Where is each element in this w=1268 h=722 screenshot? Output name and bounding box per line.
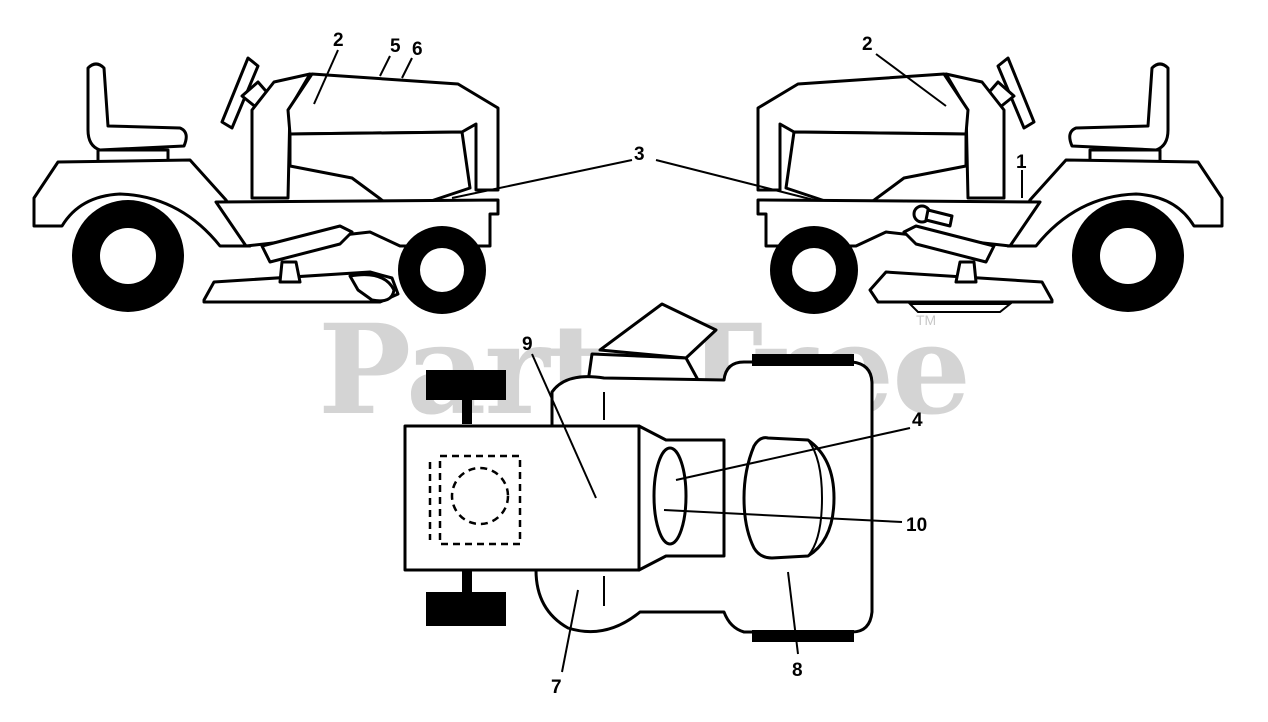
left-rear-fender	[32, 158, 252, 248]
top-front-tire-lower	[752, 630, 854, 642]
callout-left-5: 5	[390, 36, 401, 57]
right-deck-skirt	[907, 303, 1013, 313]
top-hood-front-inner	[807, 439, 824, 557]
right-pedal	[902, 224, 996, 264]
left-seat-back	[86, 62, 188, 152]
right-seat-back	[1068, 62, 1170, 152]
callout-left-2: 2	[333, 30, 344, 51]
right-rear-fender	[1006, 158, 1224, 248]
right-mower-deck	[868, 270, 1054, 304]
top-rear-deck	[403, 424, 641, 572]
leader-3-left	[451, 159, 633, 199]
left-side-mower	[32, 56, 500, 314]
leader-left-2	[313, 49, 339, 105]
right-front-rim	[792, 248, 836, 292]
top-dashed-seat-circle	[450, 466, 510, 526]
top-headlight-oval	[652, 446, 688, 546]
callout-right-2: 2	[862, 34, 873, 55]
top-view-mower	[403, 302, 874, 642]
top-front-tire-upper	[752, 354, 854, 366]
leader-left-5	[379, 55, 391, 77]
top-dashed-seat-outline	[438, 454, 522, 546]
top-rear-tire-lower	[426, 592, 506, 626]
top-steering-wheel	[598, 302, 718, 360]
leader-top-8	[787, 571, 799, 655]
right-side-mower	[756, 56, 1224, 314]
leader-top-10	[663, 509, 903, 523]
leader-3-right	[655, 159, 815, 201]
right-rear-rim	[1100, 228, 1156, 284]
leader-right-2	[875, 53, 947, 107]
callout-top-7: 7	[551, 677, 562, 698]
callout-top-8: 8	[792, 660, 803, 681]
left-rear-rim	[100, 228, 156, 284]
top-hood-front	[742, 436, 836, 560]
callout-top-4: 4	[912, 410, 923, 431]
callout-labels: 2 5 6 3 2 1 9 4 10 7 8	[333, 30, 1027, 698]
left-front-rim	[420, 248, 464, 292]
right-ignition-lever	[924, 208, 954, 228]
leader-top-7	[561, 589, 579, 673]
callout-top-9: 9	[522, 334, 533, 355]
left-steering-wheel	[220, 56, 260, 130]
left-mower-deck	[202, 270, 400, 304]
callout-top-10: 10	[906, 515, 927, 536]
leader-top-9	[531, 353, 597, 499]
top-rear-tire-upper	[426, 370, 506, 400]
top-axle-lower	[462, 570, 472, 594]
trademark-mark: TM	[916, 312, 937, 328]
right-deck-hanger	[954, 260, 978, 284]
leader-lines	[313, 49, 1023, 673]
callout-3: 3	[634, 144, 645, 165]
callout-right-1: 1	[1016, 152, 1027, 173]
leader-top-4	[675, 427, 911, 481]
left-pedal	[260, 224, 354, 264]
leader-left-6	[401, 57, 413, 79]
top-axle-upper	[462, 400, 472, 424]
right-steering-wheel	[996, 56, 1036, 130]
callout-left-6: 6	[412, 39, 423, 60]
left-deck-hanger	[278, 260, 302, 284]
left-deck-chute	[348, 273, 396, 303]
